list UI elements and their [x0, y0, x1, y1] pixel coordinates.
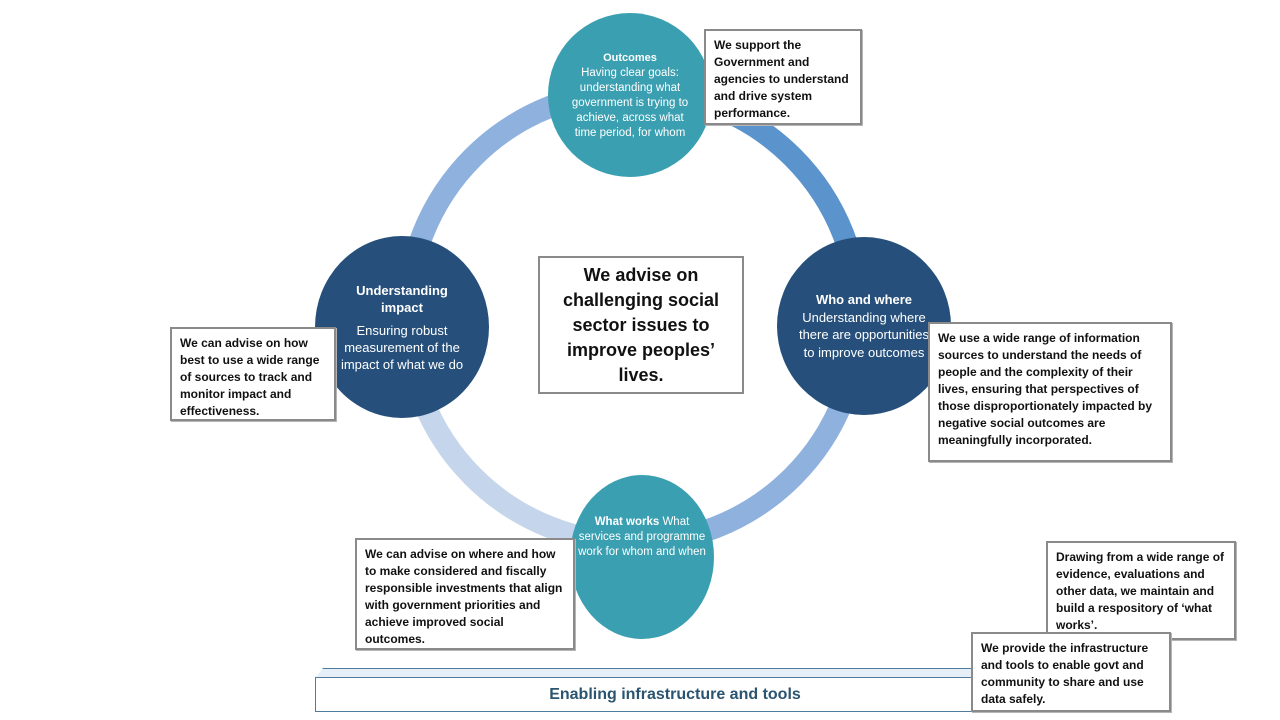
node-what-works: What works What services and programme w…: [570, 475, 714, 639]
center-statement-text: We advise on challenging social sector i…: [562, 264, 720, 385]
node-outcomes-body: Having clear goals: understanding what g…: [571, 67, 689, 139]
node-what-works-body: What services and programme work for who…: [578, 515, 706, 558]
node-who-and-where-body: Understanding where there are opportunit…: [798, 309, 930, 360]
node-understanding-impact-title: Understanding impact: [356, 282, 448, 315]
callout-what-works-investment-text: We can advise on where and how to make c…: [365, 547, 563, 646]
infrastructure-bar: Enabling infrastructure and tools: [315, 668, 1035, 712]
node-who-and-where: Who and where Understanding where there …: [777, 237, 951, 415]
callout-infrastructure: We provide the infrastructure and tools …: [971, 632, 1171, 712]
node-what-works-text: What works What services and programme w…: [578, 515, 706, 560]
callout-what-works-repository-text: Drawing from a wide range of evidence, e…: [1056, 550, 1225, 632]
callout-outcomes-text: We support the Government and agencies t…: [714, 38, 849, 120]
node-what-works-title: What works: [594, 515, 660, 528]
node-outcomes-title: Outcomes: [603, 52, 657, 64]
node-who-and-where-title: Who and where: [815, 292, 913, 307]
callout-what-works-repository: Drawing from a wide range of evidence, e…: [1046, 541, 1236, 640]
callout-who-and-where: We use a wide range of information sourc…: [928, 322, 1172, 462]
callout-what-works-investment: We can advise on where and how to make c…: [355, 538, 575, 650]
infrastructure-bar-label: Enabling infrastructure and tools: [549, 685, 801, 703]
node-understanding-impact: Understanding impact Ensuring robust mea…: [315, 236, 489, 418]
callout-outcomes: We support the Government and agencies t…: [704, 29, 862, 125]
callout-who-and-where-text: We use a wide range of information sourc…: [938, 331, 1153, 447]
node-understanding-impact-body: Ensuring robust measurement of the impac…: [340, 322, 464, 372]
callout-understanding-impact: We can advise on how best to use a wide …: [170, 327, 336, 421]
node-outcomes: Outcomes Having clear goals: understandi…: [548, 13, 712, 177]
callout-infrastructure-text: We provide the infrastructure and tools …: [981, 641, 1149, 706]
infrastructure-bar-face: Enabling infrastructure and tools: [315, 677, 1035, 712]
center-statement: We advise on challenging social sector i…: [538, 256, 744, 394]
callout-understanding-impact-text: We can advise on how best to use a wide …: [180, 336, 320, 418]
